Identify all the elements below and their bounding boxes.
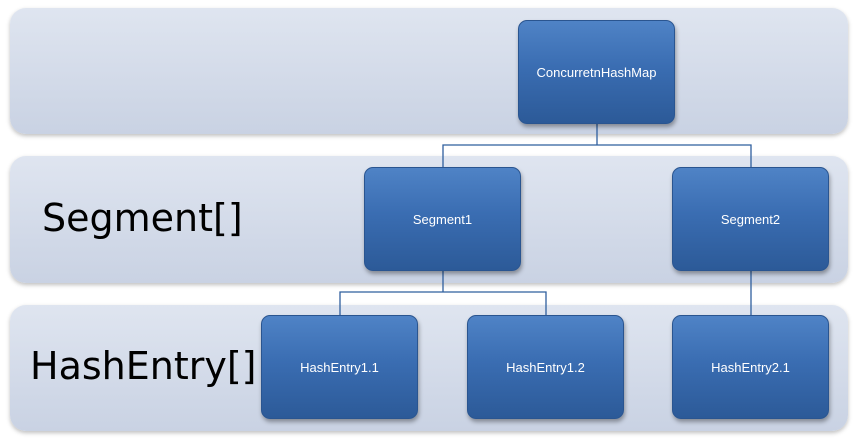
connector-segment1-to-entries — [339, 271, 547, 315]
node-hashentry-1-1: HashEntry1.1 — [261, 315, 418, 419]
row-label-segment: Segment[] — [42, 196, 243, 240]
connector-root-to-segments — [442, 124, 752, 167]
node-segment1: Segment1 — [364, 167, 521, 271]
node-concurrent-hashmap: ConcurretnHashMap — [518, 20, 675, 124]
node-segment2: Segment2 — [672, 167, 829, 271]
row-band-map — [10, 8, 848, 134]
node-hashentry-2-1: HashEntry2.1 — [672, 315, 829, 419]
row-label-hashentry: HashEntry[] — [30, 344, 257, 388]
node-hashentry-1-2: HashEntry1.2 — [467, 315, 624, 419]
